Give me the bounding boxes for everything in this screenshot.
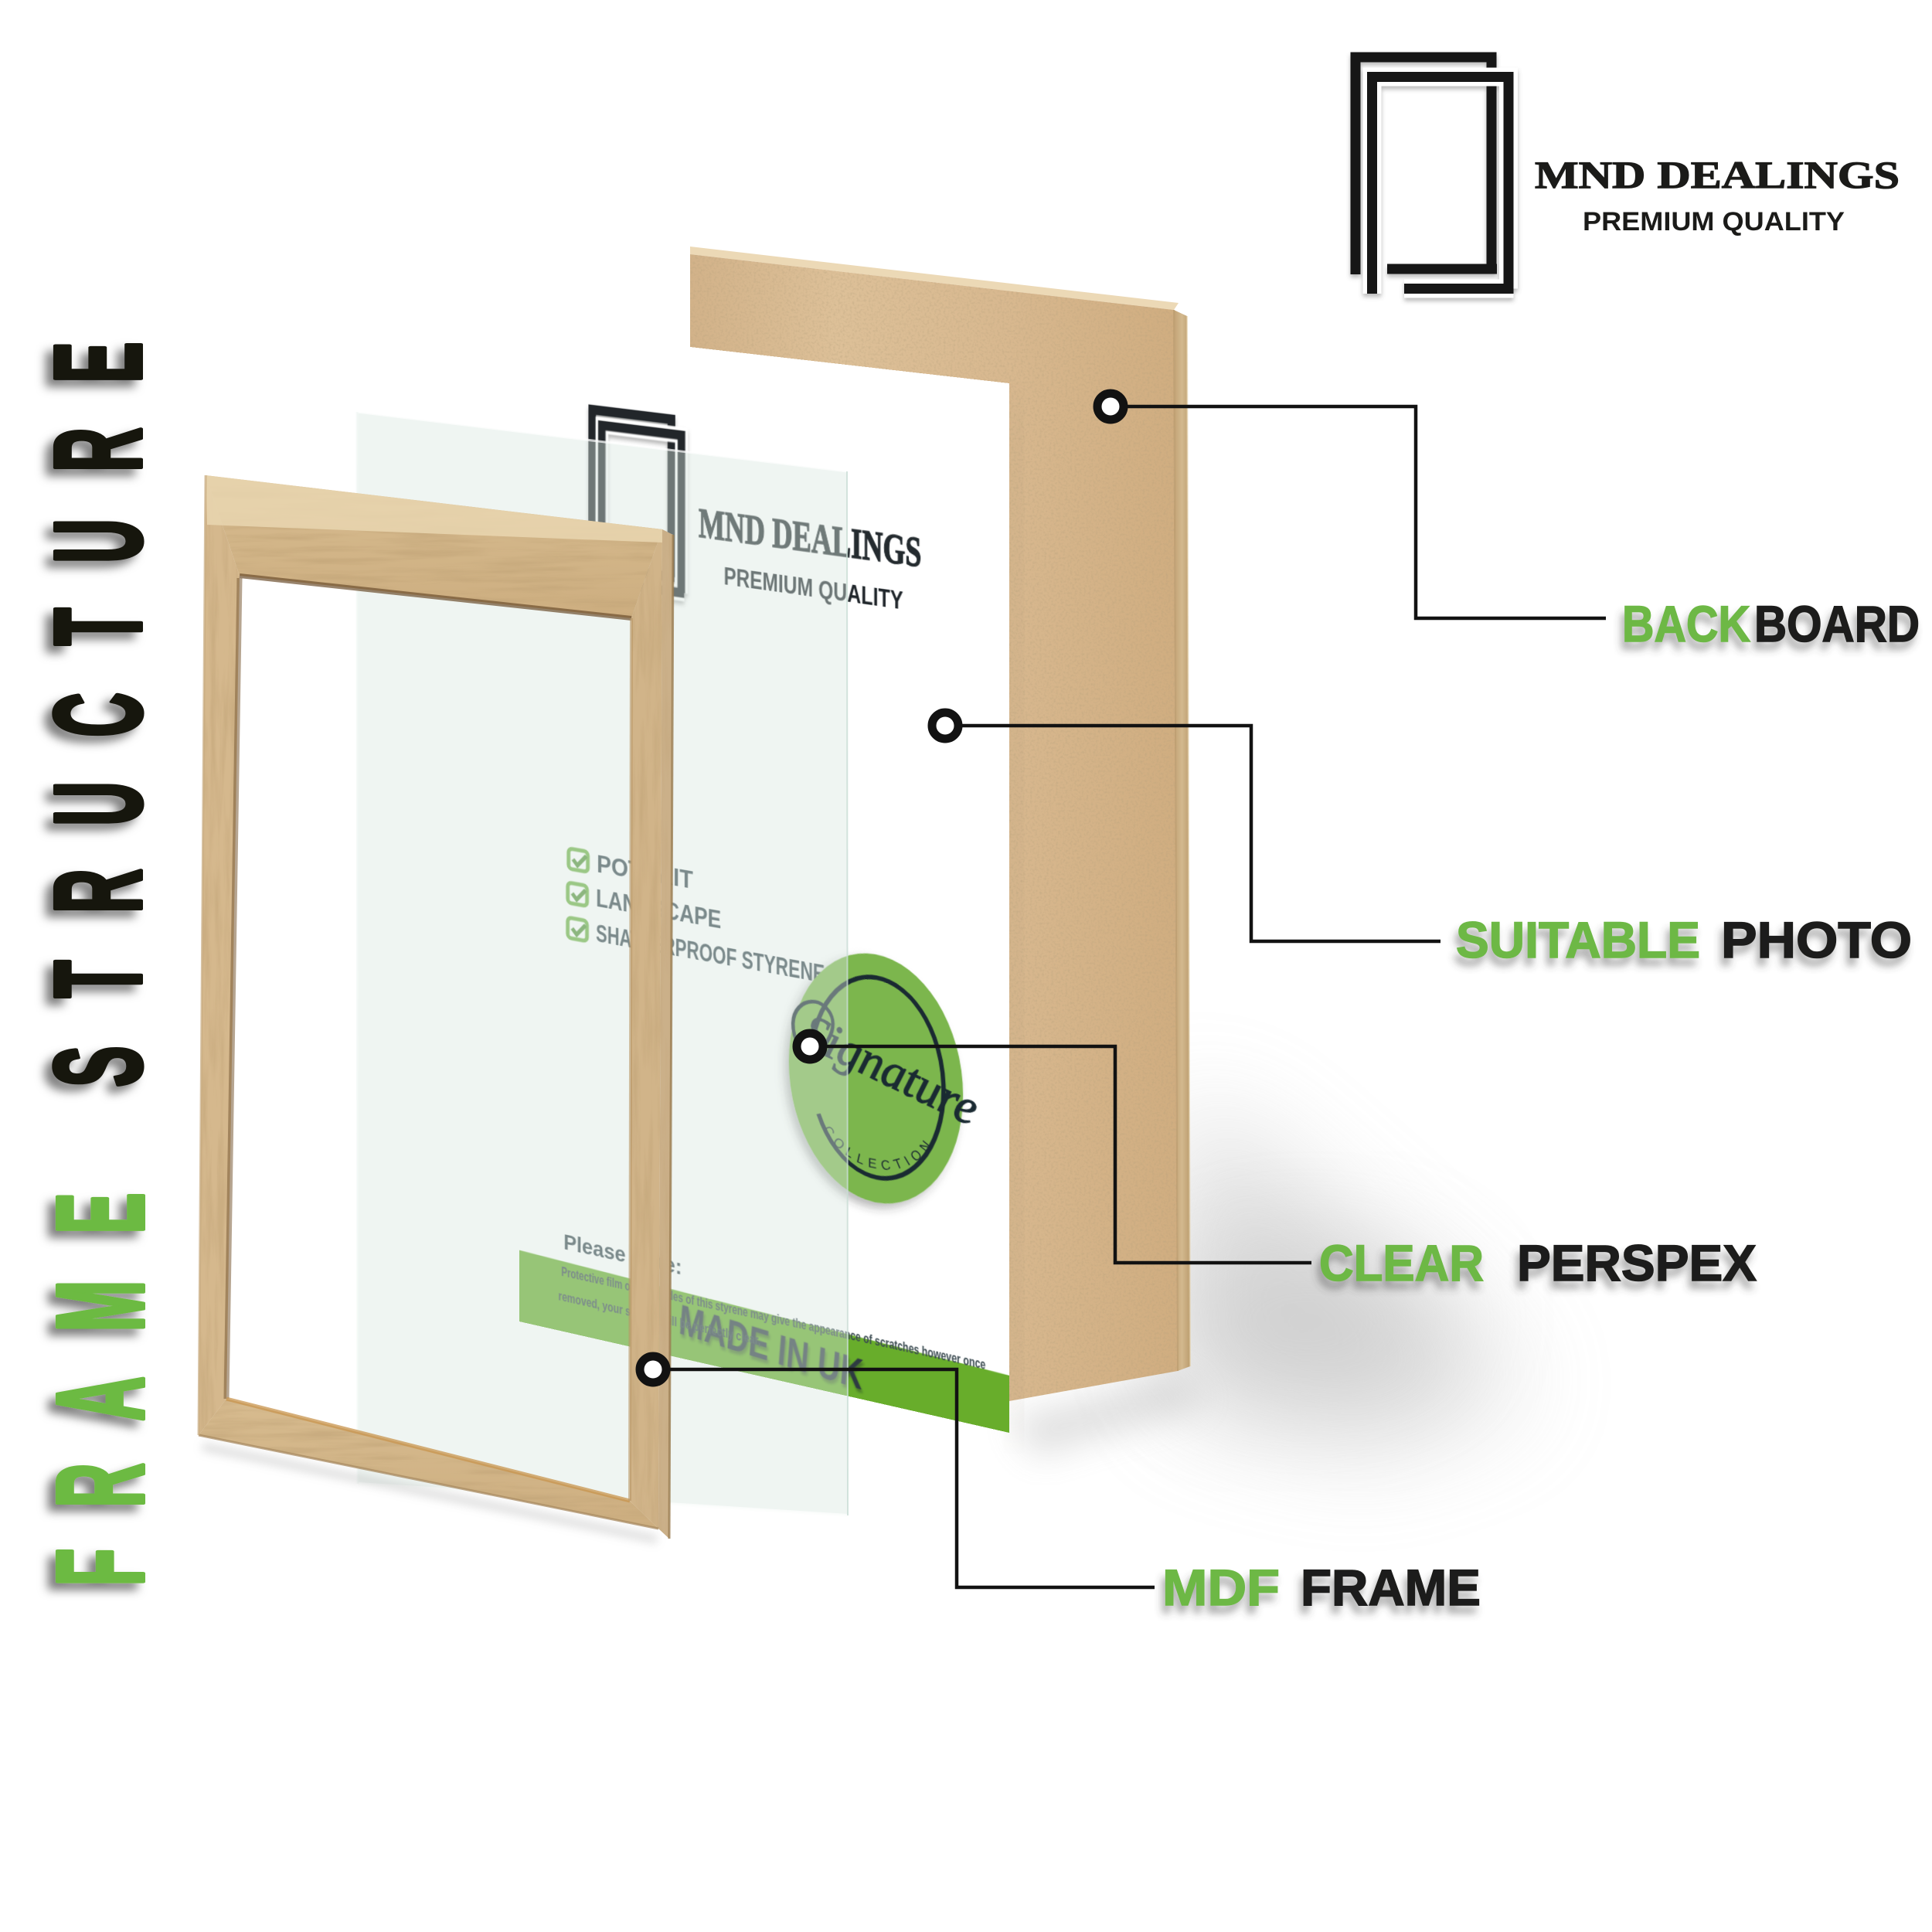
svg-text:R: R	[29, 427, 168, 472]
svg-text:M: M	[31, 1281, 170, 1332]
svg-text:E: E	[31, 1192, 170, 1233]
svg-text:U: U	[29, 519, 168, 563]
svg-text:MND DEALINGS: MND DEALINGS	[1535, 153, 1900, 196]
svg-text:T: T	[29, 961, 168, 998]
svg-text:U: U	[29, 781, 168, 826]
svg-text:CLEAR: CLEAR	[1319, 1234, 1484, 1291]
svg-text:PERSPEX: PERSPEX	[1517, 1234, 1757, 1291]
svg-text:MDF: MDF	[1162, 1559, 1280, 1616]
svg-text:BOARD: BOARD	[1754, 595, 1920, 652]
svg-text:FRAME: FRAME	[1301, 1559, 1481, 1616]
svg-text:BACK: BACK	[1622, 595, 1750, 652]
svg-text:R: R	[31, 1463, 170, 1508]
svg-text:S: S	[29, 1046, 168, 1087]
svg-text:A: A	[31, 1376, 170, 1421]
svg-text:T: T	[29, 608, 168, 646]
svg-text:F: F	[31, 1549, 170, 1587]
svg-text:SUITABLE: SUITABLE	[1456, 911, 1700, 968]
svg-text:R: R	[29, 869, 168, 913]
svg-text:PREMIUM QUALITY: PREMIUM QUALITY	[1583, 207, 1845, 236]
svg-text:E: E	[29, 342, 168, 383]
svg-text:PHOTO: PHOTO	[1721, 911, 1912, 968]
svg-text:C: C	[29, 692, 168, 737]
